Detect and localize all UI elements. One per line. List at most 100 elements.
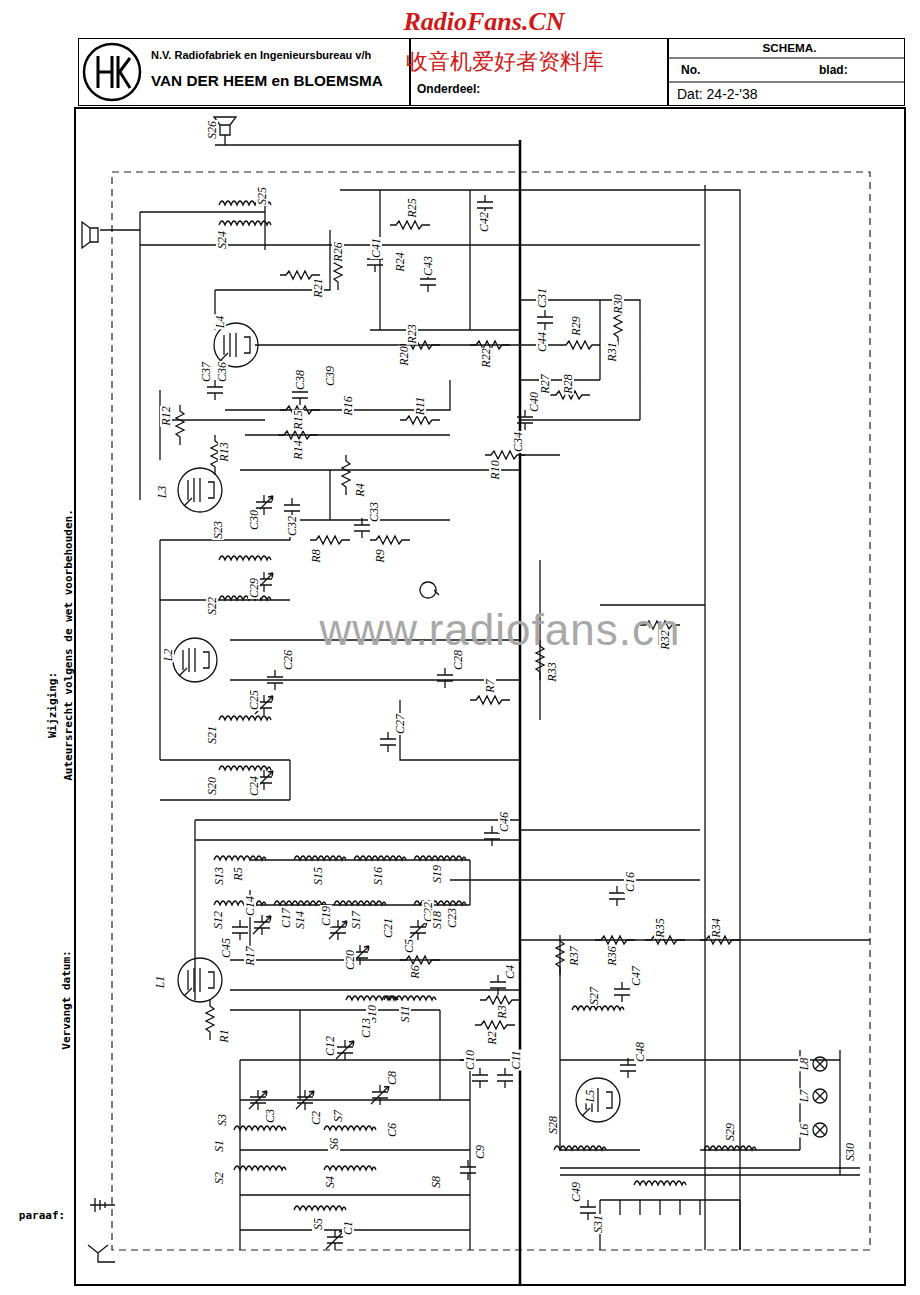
component-label: C23 <box>446 907 458 929</box>
component-label: C9 <box>474 1144 486 1160</box>
component-label: C31 <box>536 287 548 309</box>
component-label: R8 <box>310 548 322 563</box>
component-label: R13 <box>218 441 230 462</box>
component-label: R32 <box>659 629 671 650</box>
component-label: R11 <box>414 396 426 416</box>
component-label: C13 <box>360 1017 372 1039</box>
component-label: S28 <box>547 1115 559 1135</box>
component-label: C44 <box>536 331 548 353</box>
component-label: C20 <box>344 949 356 971</box>
component-label: C45 <box>220 937 232 959</box>
component-label: S31 <box>592 1214 604 1234</box>
component-label: C46 <box>498 811 510 833</box>
component-label: S4 <box>324 1175 336 1189</box>
component-label: R16 <box>342 395 354 416</box>
component-label: S24 <box>216 230 228 250</box>
component-label: C3 <box>264 1108 276 1124</box>
component-label: R30 <box>612 293 624 314</box>
watermark: www.radiofans.cn <box>319 608 682 652</box>
component-label: C32 <box>286 515 298 537</box>
component-label: R6 <box>409 964 421 979</box>
component-label: C21 <box>382 917 394 939</box>
component-label: C6 <box>386 1122 398 1138</box>
component-label: R33 <box>546 661 558 682</box>
component-label: R26 <box>332 241 344 262</box>
component-label: S11 <box>399 1004 411 1023</box>
component-label: R10 <box>489 459 501 480</box>
component-label: C11 <box>510 1049 522 1070</box>
component-label: R4 <box>354 482 366 497</box>
watermark: RadioFans.CN <box>402 9 565 35</box>
component-label: S1 <box>213 1139 225 1153</box>
component-label: R14 <box>292 439 304 460</box>
component-label: R37 <box>568 945 580 966</box>
title-text: blad: <box>819 64 848 77</box>
component-label: S29 <box>724 1122 736 1142</box>
component-label: C36 <box>216 361 228 383</box>
component-label: S27 <box>588 986 600 1006</box>
component-label: C16 <box>624 871 636 893</box>
component-label: S15 <box>312 866 324 886</box>
title-text: VAN DER HEEM en BLOEMSMA <box>151 73 383 90</box>
component-label: C24 <box>248 775 260 797</box>
component-label: C40 <box>528 391 540 413</box>
component-label: R31 <box>606 341 618 362</box>
component-label: R15 <box>292 409 304 430</box>
component-label: S6 <box>328 1137 340 1151</box>
component-label: R29 <box>570 315 582 336</box>
component-label: S26 <box>206 120 218 140</box>
component-label: S21 <box>206 725 218 745</box>
component-label: L3 <box>156 485 168 500</box>
component-label: C41 <box>370 237 382 259</box>
component-label: R17 <box>244 945 256 966</box>
component-label: C27 <box>394 713 406 735</box>
component-label: C26 <box>282 649 294 671</box>
component-label: R36 <box>606 945 618 966</box>
watermark: 收音机爱好者资料库 <box>405 51 605 73</box>
component-label: R3 <box>496 1004 508 1019</box>
component-label: C39 <box>324 365 336 387</box>
component-label: R34 <box>710 917 722 938</box>
component-label: S2 <box>213 1171 225 1185</box>
title-text: No. <box>681 64 700 77</box>
component-label: C34 <box>512 431 524 453</box>
component-label: C2 <box>310 1110 322 1126</box>
component-label: L6 <box>798 1123 810 1138</box>
component-label: R5 <box>232 866 244 881</box>
component-label: R23 <box>406 323 418 344</box>
component-label: R7 <box>484 678 496 693</box>
component-label: S25 <box>256 186 268 206</box>
component-label: C8 <box>386 1070 398 1086</box>
component-label: C12 <box>324 1035 336 1057</box>
component-label: R22 <box>480 347 492 368</box>
component-label: S7 <box>332 1109 344 1123</box>
component-label: S12 <box>212 910 224 930</box>
component-label: L2 <box>162 648 174 663</box>
component-label: R28 <box>562 373 574 394</box>
component-label: S13 <box>213 866 225 886</box>
component-label: C42 <box>478 211 490 233</box>
title-text: SCHEMA. <box>672 42 907 55</box>
component-label: L4 <box>214 315 226 330</box>
component-label: C49 <box>570 1181 582 1203</box>
component-label: L8 <box>798 1057 810 1072</box>
component-label: R24 <box>394 251 406 272</box>
title-text: Onderdeel: <box>417 83 480 96</box>
component-label: S30 <box>844 1142 856 1162</box>
component-label: R20 <box>398 345 410 366</box>
component-label: C30 <box>248 509 260 531</box>
title-text: Dat: 24-2-'38 <box>677 87 758 102</box>
component-label: S16 <box>372 866 384 886</box>
component-label: C33 <box>368 501 380 523</box>
component-label: C5 <box>403 938 415 954</box>
component-label: C28 <box>452 649 464 671</box>
component-label: R1 <box>218 1028 230 1043</box>
component-label: S20 <box>206 776 218 796</box>
component-label: L1 <box>154 975 166 990</box>
component-label: C14 <box>244 895 256 917</box>
title-block-cell: SCHEMA. No. blad: Dat: 24-2-'38 <box>668 38 905 106</box>
title-block-cell: N.V. Radiofabriek en Ingenieursbureau v/… <box>78 38 410 106</box>
component-label: S18 <box>431 910 443 930</box>
component-label: S22 <box>206 596 218 616</box>
component-label: C48 <box>634 1041 646 1063</box>
